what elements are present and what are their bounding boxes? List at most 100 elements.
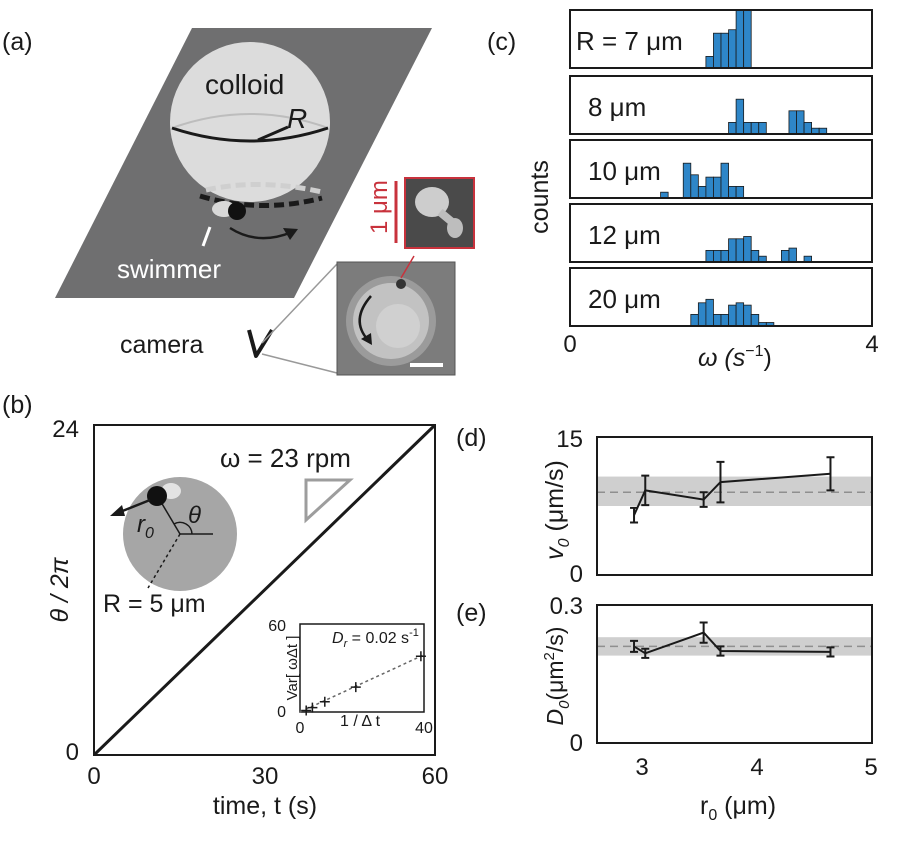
histogram-bar [728, 29, 737, 69]
inset-data-points [301, 651, 426, 716]
histogram-bar [728, 185, 737, 199]
camera-view-line-top [261, 263, 338, 344]
rotation-arrowhead [283, 228, 298, 240]
histogram-stack: R = 7 μm 8 μm 10 μm 12 μm 20 μm [569, 9, 873, 327]
histogram-bar [743, 236, 752, 263]
theta-label: θ [188, 502, 201, 529]
histogram-bar [705, 176, 714, 199]
d-error-bar [699, 491, 708, 508]
histogram-bar [682, 162, 692, 199]
c-xtick-4: 4 [865, 331, 878, 358]
histogram-bar [750, 249, 760, 263]
b-radius-label: R = 5 μm [103, 590, 206, 618]
inset-ytick-60: 60 [268, 618, 286, 635]
omega-label: ω = 23 rpm [220, 443, 351, 473]
panel-d-label: (d) [456, 424, 487, 452]
histogram-bar [796, 110, 805, 135]
inset-xlabel: 1 / Δ t [340, 713, 381, 730]
histogram-bar [750, 313, 760, 327]
histogram-bar [788, 247, 797, 263]
histogram-bar [728, 304, 737, 327]
camera-eye-icon [247, 328, 274, 358]
histogram-frame [569, 267, 873, 327]
e-xlabel: r0 (μm) [700, 792, 776, 824]
d-error-bar [716, 460, 725, 504]
radius-line [257, 125, 289, 142]
panel-d: (d) 15 0 v0 (μm/s) [456, 424, 873, 588]
c-xlabel: ω (s−1) [698, 343, 772, 372]
histogram-bar [735, 9, 745, 69]
histogram-bar [720, 313, 729, 327]
b-ytick-0: 0 [66, 739, 79, 766]
colloid-equator-back [171, 113, 329, 129]
histogram-bar [690, 174, 699, 199]
c-ylabel: counts [526, 160, 554, 234]
histogram-bar [735, 302, 745, 327]
histogram-bar [750, 122, 760, 135]
histogram-bar [743, 122, 752, 135]
d-error-bar [641, 474, 650, 507]
microscope-colloid-center [376, 304, 420, 348]
inset-data-point [415, 651, 426, 662]
histogram-bar [728, 238, 737, 263]
inset-ytick-0: 0 [277, 704, 286, 721]
histogram-frame [569, 203, 873, 263]
theta-vs-time-line [92, 423, 437, 757]
panel-e-axes [596, 604, 873, 744]
d-error-bar [630, 506, 639, 524]
histogram-bar [713, 313, 722, 327]
b-ylabel: θ / 2π [46, 556, 74, 622]
e-error-bars [630, 621, 835, 659]
rotation-arrow [229, 226, 293, 240]
histogram-0: R = 7 μm [569, 9, 873, 69]
microscope-swimmer-dot [396, 279, 406, 289]
histogram-frame [569, 139, 873, 199]
d-ytick-15: 15 [556, 426, 583, 453]
panel-b-label: (b) [2, 391, 33, 419]
histogram-bar [690, 313, 699, 327]
inset-data-point [307, 702, 318, 713]
d-error-bar [826, 456, 835, 492]
swimmer-pointer [201, 226, 212, 247]
e-error-bar [716, 645, 725, 657]
microscope-rotation-arrowhead [361, 333, 372, 345]
histogram-bar [720, 162, 729, 199]
histogram-bar [713, 32, 722, 69]
d-ytick-0: 0 [570, 561, 583, 588]
colloid-equator-front [171, 126, 329, 143]
panel-a: (a) R colloid swimmer camera [2, 28, 475, 376]
inset-data-point [350, 682, 361, 693]
b-ytick-24: 24 [52, 416, 79, 443]
e-ytick-0: 0 [570, 730, 583, 757]
swimmer-body-dark [228, 202, 246, 220]
b-xtick-60: 60 [422, 763, 449, 790]
histogram-bar [735, 238, 745, 263]
camera-label: camera [120, 331, 203, 359]
b-inset-axes [299, 623, 425, 713]
histogram-3: 12 μm [569, 203, 873, 263]
histogram-bar [697, 302, 707, 327]
panel-e: (e) 0.3 0 3 4 5 D0(μm2/s) r0 (μm) [456, 593, 878, 824]
histogram-label: 12 μm [588, 220, 661, 250]
b-xlabel: time, t (s) [213, 792, 317, 820]
sem-particle-neck [437, 208, 455, 226]
slope-triangle [304, 478, 354, 524]
histogram-bar [743, 304, 752, 327]
histogram-1: 8 μm [569, 75, 873, 135]
inset-xtick-40: 40 [415, 720, 433, 737]
camera-view-line-bottom [261, 353, 338, 374]
b-theta-arc [173, 521, 193, 535]
histogram-bar [743, 9, 752, 69]
histogram-bar [705, 298, 714, 327]
radius-label: R [287, 103, 307, 134]
histogram-2: 10 μm [569, 139, 873, 199]
histogram-label: 8 μm [588, 92, 646, 122]
panel-c-label: (c) [487, 28, 516, 56]
swimmer-label: swimmer [117, 254, 221, 284]
histogram-bar [720, 249, 729, 263]
b-radius-dotted [147, 533, 181, 589]
zoom-connector [400, 255, 415, 279]
histogram-label: 20 μm [588, 284, 661, 314]
d-error-bars [630, 456, 835, 524]
